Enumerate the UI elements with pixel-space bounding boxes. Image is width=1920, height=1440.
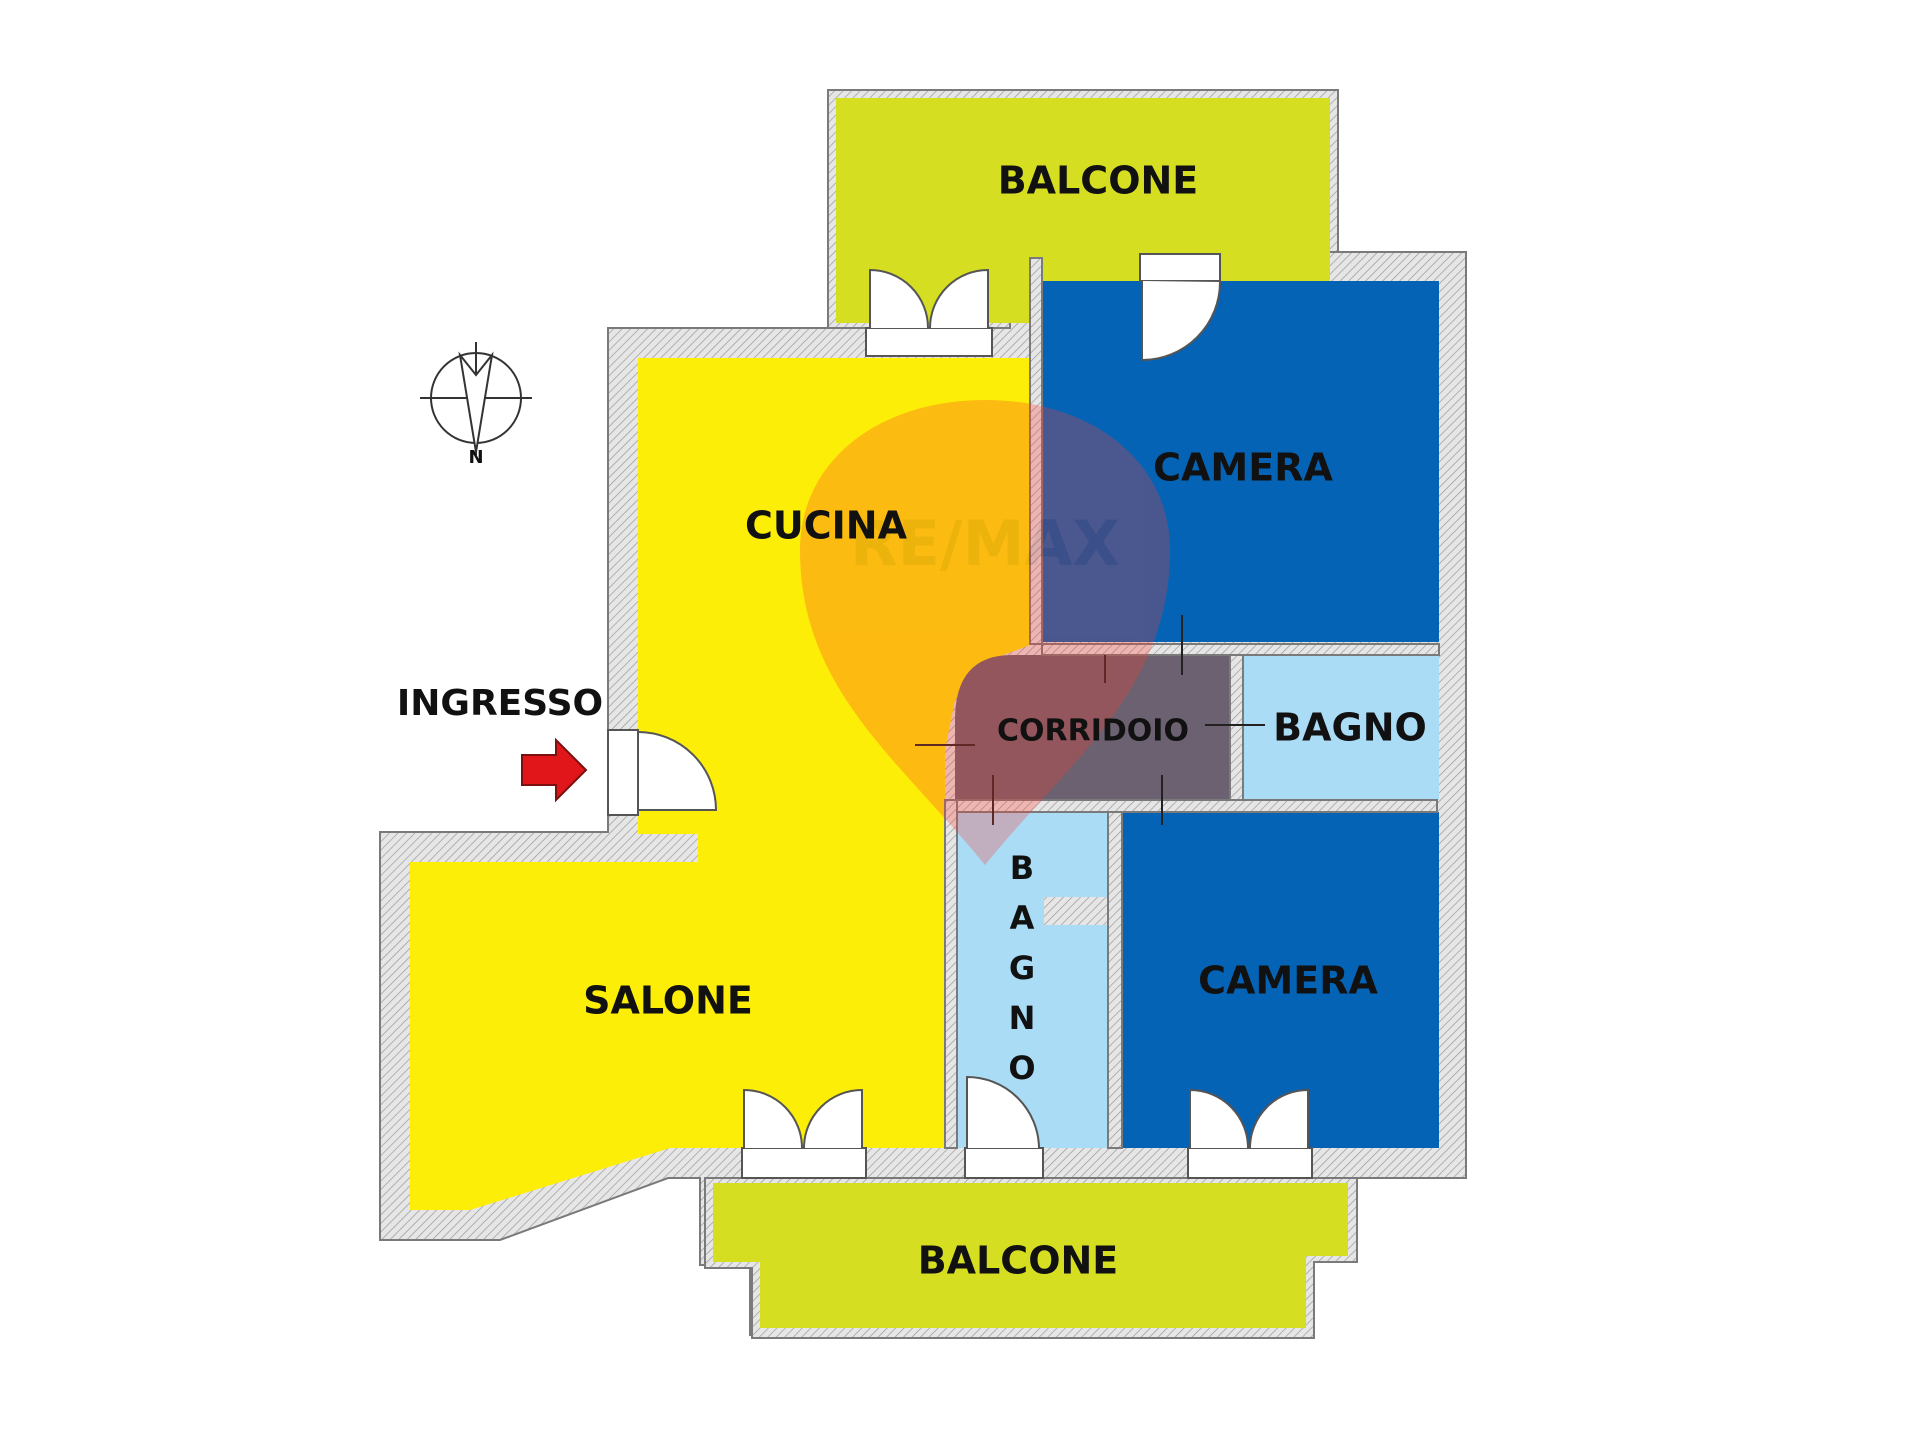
balloon-logo-icon xyxy=(800,400,1170,865)
bathroom-vertical-letter: B xyxy=(1010,849,1034,887)
door-markers xyxy=(915,615,1265,825)
watermark-text: RE/MAX xyxy=(850,507,1120,580)
watermark: RE/MAX xyxy=(800,400,1170,865)
compass-icon xyxy=(420,342,532,455)
internal-walls xyxy=(944,257,1440,1149)
bathroom-vertical-letter: A xyxy=(1010,899,1035,937)
room-bathroom-vertical xyxy=(957,812,1108,1148)
room-bedroom-top xyxy=(1042,281,1439,642)
label-bedroom-bottom: CAMERA xyxy=(1198,959,1378,1003)
label-bathroom-vertical: B A G N O xyxy=(1008,849,1035,1087)
label-living-room: SALONE xyxy=(583,979,753,1023)
label-balcony-top: BALCONE xyxy=(998,159,1199,203)
doors xyxy=(607,253,1313,1179)
label-entrance: INGRESSO xyxy=(397,683,603,724)
label-balcony-bottom: BALCONE xyxy=(918,1239,1119,1283)
label-bedroom-top: CAMERA xyxy=(1153,446,1333,490)
rooms xyxy=(410,98,1439,1339)
bathroom-vertical-letter: N xyxy=(1009,999,1036,1037)
label-bathroom-right: BAGNO xyxy=(1273,706,1427,750)
bathroom-vertical-letter: O xyxy=(1008,1049,1035,1087)
compass-north-label: N xyxy=(468,447,483,468)
label-corridor: CORRIDOIO xyxy=(997,714,1189,749)
bathroom-vertical-letter: G xyxy=(1009,949,1035,987)
arrow-right-icon xyxy=(521,737,588,803)
label-kitchen: CUCINA xyxy=(745,504,908,548)
room-kitchen-living xyxy=(410,358,1030,1210)
room-bathroom-right xyxy=(1243,655,1439,800)
room-balcony-bottom xyxy=(713,1183,1348,1328)
room-bedroom-bottom xyxy=(1122,812,1439,1148)
room-corridor xyxy=(955,655,1230,800)
